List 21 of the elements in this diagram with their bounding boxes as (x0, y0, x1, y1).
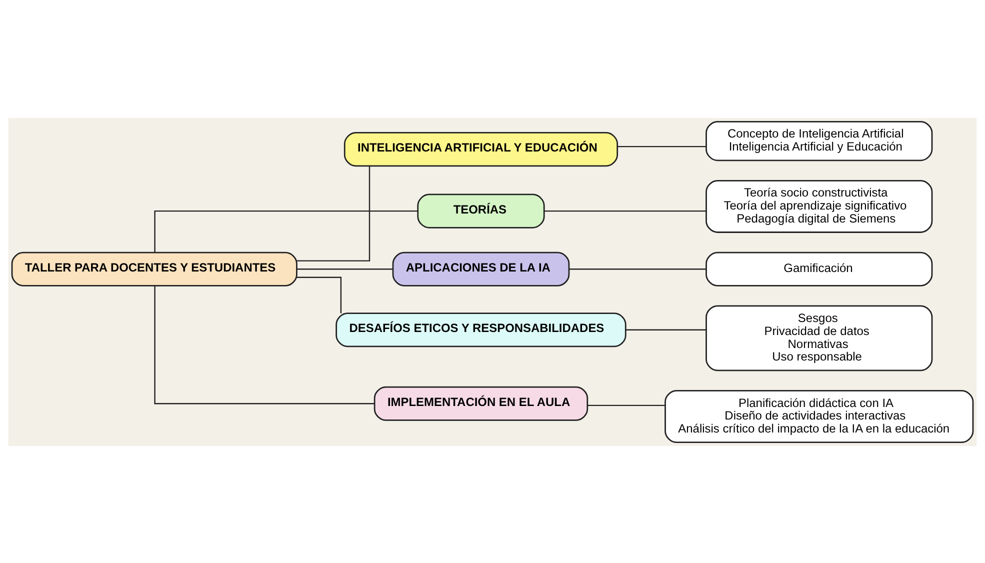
node-box: Concepto de Inteligencia Artificial Inteligencia Artificial y Educación (706, 120, 933, 161)
node-box: Gamificación (706, 251, 933, 286)
node-box: Planificación didáctica con IA Diseño de actividades interactivas Análisis crítico del impacto de la IA en la educación (664, 390, 974, 442)
node-box: IMPLEMENTACIÓN EN EL AULA (374, 386, 588, 420)
connector (588, 404, 666, 406)
node-box: Teoría socio constructivista Teoría del aprendizaje significativo Pedagogía digital de Siemens (706, 179, 933, 232)
connector (296, 276, 342, 313)
node-box: DESAFÍOS ETICOS Y RESPONSABILIDADES (336, 312, 626, 347)
connector (296, 166, 370, 261)
node-box: TALLER PARA DOCENTES Y ESTUDIANTES (11, 251, 298, 286)
connector (544, 210, 706, 212)
connector (296, 268, 393, 270)
connector (154, 285, 374, 404)
connector (626, 328, 706, 330)
connector (154, 210, 418, 252)
connector (618, 145, 706, 147)
node-box: Sesgos Privacidad de datos Normativas Uso responsable (706, 304, 933, 371)
node-box: TEORÍAS (417, 193, 545, 228)
node-box: APLICACIONES DE LA IA (392, 251, 570, 286)
connector (569, 268, 706, 270)
node-box: INTELIGENCIA ARTIFICIAL Y EDUCACIÓN (344, 132, 618, 166)
